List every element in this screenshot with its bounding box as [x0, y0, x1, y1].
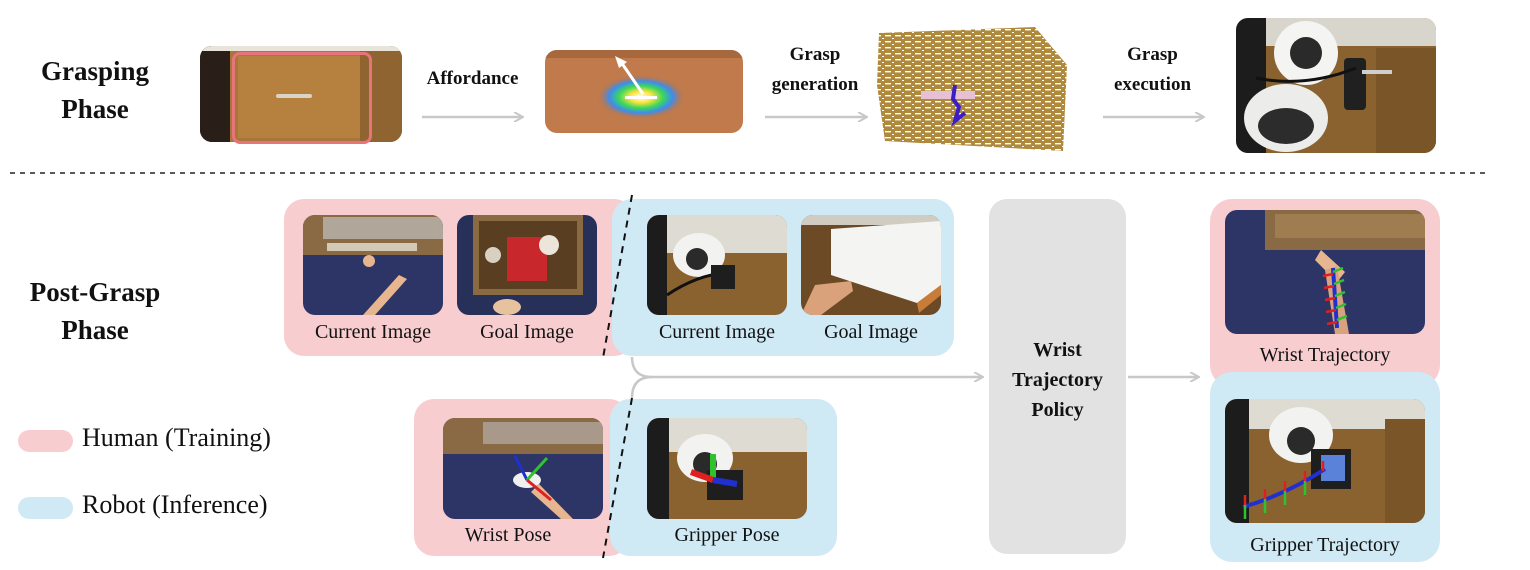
legend-robot-label: Robot (Inference) [82, 490, 268, 519]
gripper-pose-image [647, 418, 807, 519]
human-current-image-label: Current Image [314, 321, 432, 343]
wrist-pose-label: Wrist Pose [464, 524, 552, 546]
legend-human-label: Human (Training) [82, 423, 271, 452]
wrist-trajectory-policy-label: Wrist Trajectory Policy [1012, 339, 1103, 421]
grasp-execution-label: Grasp execution [1113, 44, 1192, 95]
post-grasp-phase-title: Post-Grasp Phase [29, 277, 161, 345]
wrist-trajectory-policy-box [989, 199, 1126, 554]
gripper-trajectory-image [1225, 399, 1425, 523]
gripper-trajectory-label: Gripper Trajectory [1250, 534, 1400, 556]
robot-current-image [647, 215, 787, 315]
grasp-generation-label: Grasp generation [771, 44, 859, 95]
gripper-pose-label: Gripper Pose [674, 524, 780, 546]
selection-box [232, 52, 372, 144]
affordance-heatmap-image [545, 50, 743, 133]
human-goal-image [457, 215, 597, 315]
human-goal-image-label: Goal Image [480, 321, 574, 343]
merge-connector-lower [630, 375, 653, 399]
robot-grasp-image [1236, 18, 1436, 153]
grasping-phase-title: Grasping Phase [40, 56, 150, 124]
human-current-image [303, 215, 443, 315]
wrist-trajectory-label: Wrist Trajectory [1259, 344, 1391, 366]
wrist-pose-image [443, 418, 603, 519]
robot-current-image-label: Current Image [658, 321, 776, 343]
legend-robot-swatch [18, 497, 73, 519]
affordance-label: Affordance [426, 68, 519, 89]
robot-goal-image [801, 215, 941, 315]
point-cloud-image [875, 25, 1070, 153]
robot-goal-image-label: Goal Image [824, 321, 918, 343]
wrist-trajectory-image [1225, 210, 1425, 334]
legend-human-swatch [18, 430, 73, 452]
